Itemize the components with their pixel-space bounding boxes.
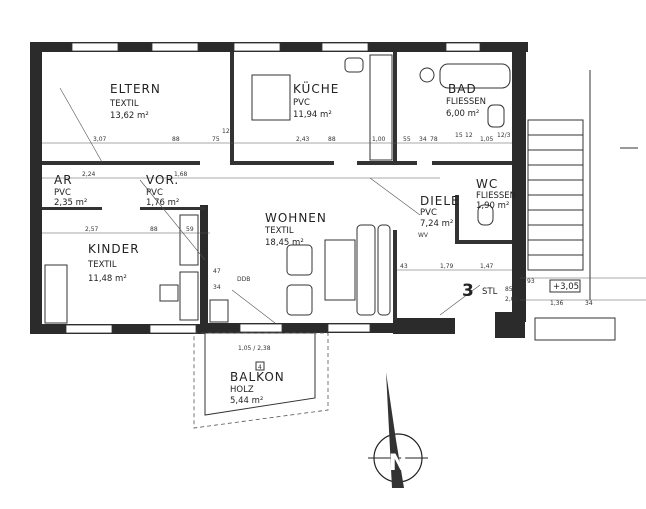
- dimension-label: 12: [465, 132, 473, 139]
- dimension-label: 75: [212, 136, 220, 143]
- room-area: 13,62 m²: [110, 111, 149, 121]
- level-label: +3,05: [553, 282, 579, 292]
- staircase: [520, 70, 646, 341]
- ddb-label: DDB: [237, 276, 250, 283]
- room-kinder: KINDER TEXTIL 11,48 m²: [87, 242, 140, 284]
- room-area: 1,76 m²: [146, 198, 179, 208]
- balcony: [193, 332, 329, 429]
- dimension-label: 93: [527, 278, 535, 285]
- room-name: DIELE: [420, 194, 460, 208]
- room-area: 18,45 m²: [265, 238, 304, 248]
- dimension-label: 55: [403, 136, 411, 143]
- dimension-label: 88: [328, 136, 336, 143]
- room-name: VOR.: [146, 173, 179, 187]
- room-name: WC: [476, 177, 498, 191]
- dimension-label: 1,68: [174, 171, 188, 178]
- room-vor: VOR. PVC 1,76 m²: [146, 173, 179, 208]
- dimension-label: 43: [400, 263, 408, 270]
- dimension-label: 15: [455, 132, 463, 139]
- north-label: N: [389, 451, 407, 476]
- dimension-labels: 3,07 88 75 12 2,43 88 1,00 55 34 78 15 1…: [82, 128, 593, 307]
- room-floor: HOLZ: [230, 385, 254, 395]
- dimension-label: 1,36: [550, 300, 564, 307]
- room-floor: TEXTIL: [87, 260, 117, 270]
- dimension-label: 2,43: [296, 136, 310, 143]
- dimension-label: 59: [186, 226, 194, 233]
- room-name: BALKON: [230, 370, 285, 384]
- dimension-label: 85: [505, 286, 513, 293]
- balcony-dims: 1,05 / 2,38: [238, 345, 271, 352]
- room-name: ELTERN: [110, 82, 161, 96]
- room-area: 11,48 m²: [88, 274, 127, 284]
- room-area: 7,24 m²: [420, 219, 453, 229]
- room-diele: DIELE PVC 7,24 m²: [420, 194, 460, 229]
- room-area: 2,35 m²: [54, 198, 87, 208]
- wv-label: WV: [418, 232, 429, 239]
- unit-number: 3: [462, 281, 474, 301]
- room-name: KINDER: [88, 242, 140, 256]
- room-floor: PVC: [420, 208, 437, 218]
- room-wc: WC FLIESSEN 1,90 m²: [476, 177, 516, 211]
- dimension-label: 1,05: [480, 136, 494, 143]
- dimension-label: 12/3: [497, 132, 511, 139]
- room-name: BAD: [448, 82, 477, 96]
- room-area: 11,94 m²: [293, 110, 332, 120]
- room-kueche: KÜCHE PVC 11,94 m²: [293, 80, 339, 120]
- room-floor: TEXTIL: [264, 226, 294, 236]
- room-area: 1,90 m²: [476, 201, 509, 211]
- room-area: 6,00 m²: [446, 109, 479, 119]
- dimension-label: 88: [172, 136, 180, 143]
- dimension-label: 1,79: [440, 263, 454, 270]
- dimension-label: 3,07: [93, 136, 107, 143]
- room-name: KÜCHE: [293, 80, 339, 96]
- north-arrow-icon: N: [368, 372, 428, 488]
- dimension-label: 78: [430, 136, 438, 143]
- room-bad: BAD FLIESSEN 6,00 m²: [446, 82, 486, 119]
- windows: [65, 42, 481, 334]
- dimension-label: 1,47: [480, 263, 494, 270]
- dimension-label: 34: [419, 136, 427, 143]
- room-name: WOHNEN: [265, 211, 327, 225]
- room-floor: PVC: [54, 188, 71, 198]
- dimension-label: 47: [213, 268, 221, 275]
- room-balkon: BALKON HOLZ 5,44 m²: [230, 370, 285, 406]
- dimension-label: 34: [213, 284, 221, 291]
- room-ar: AR PVC 2,35 m²: [54, 173, 87, 208]
- room-eltern: ELTERN TEXTIL 13,62 m²: [109, 82, 161, 121]
- dimension-label: 2,00: [505, 296, 519, 303]
- dimension-label: 34: [585, 300, 593, 307]
- room-floor: FLIESSEN: [476, 191, 516, 201]
- dimension-label: 1,00: [372, 136, 386, 143]
- room-floor: PVC: [146, 188, 163, 198]
- room-floor: FLIESSEN: [446, 97, 486, 107]
- room-floor: PVC: [293, 98, 310, 108]
- stl-label: STL: [482, 287, 498, 297]
- dimension-label: 2,24: [82, 171, 96, 178]
- room-floor: TEXTIL: [109, 99, 139, 109]
- room-wohnen: WOHNEN TEXTIL 18,45 m²: [264, 211, 327, 248]
- dimension-label: 88: [150, 226, 158, 233]
- fixtures: [42, 54, 512, 324]
- room-name: AR: [54, 173, 73, 187]
- dimension-label: 2,57: [85, 226, 99, 233]
- dimension-label: 12: [222, 128, 230, 135]
- internal-walls: [42, 52, 512, 320]
- balcony-marker: 4: [258, 364, 262, 371]
- room-area: 5,44 m²: [230, 396, 263, 406]
